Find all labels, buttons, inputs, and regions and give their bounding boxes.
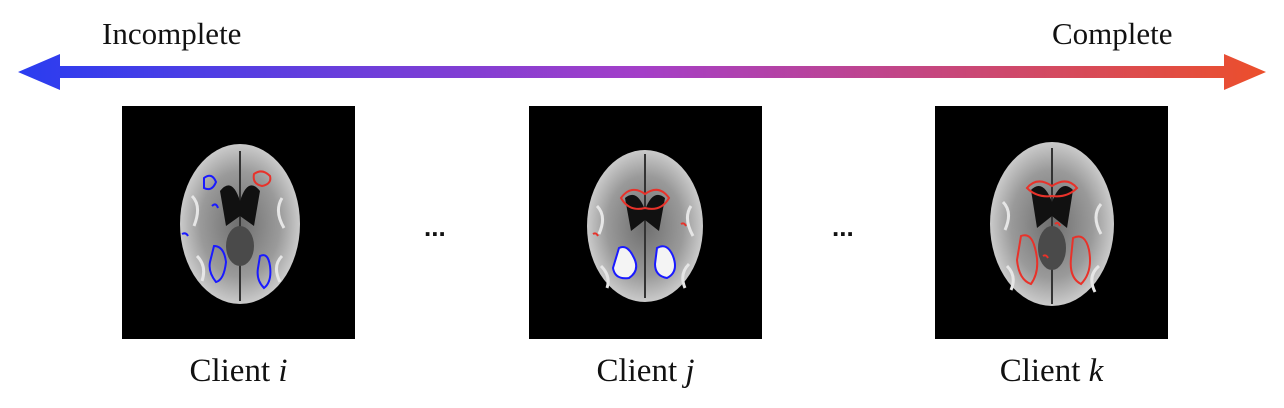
client-k-caption: Client k: [935, 350, 1168, 392]
client-j-mri-image: [529, 106, 762, 339]
client-i-name: Client: [189, 353, 271, 389]
client-k-name: Client: [999, 353, 1081, 389]
client-k-var: k: [1088, 353, 1104, 389]
complete-label: Complete: [1052, 16, 1173, 51]
client-j-name: Client: [596, 353, 678, 389]
arrow-shape: [18, 54, 1266, 90]
client-j-caption: Client j: [529, 350, 762, 392]
client-k-mri-image: [935, 106, 1168, 339]
ellipsis-separator-2: ...: [832, 212, 854, 242]
client-i-caption: Client i: [122, 350, 355, 392]
client-i-var: i: [278, 353, 288, 389]
client-j-var: j: [685, 353, 695, 389]
incomplete-label: Incomplete: [102, 16, 242, 51]
completeness-arrow: [18, 54, 1266, 90]
client-i-mri-image: [122, 106, 355, 339]
ellipsis-separator-1: ...: [424, 212, 446, 242]
